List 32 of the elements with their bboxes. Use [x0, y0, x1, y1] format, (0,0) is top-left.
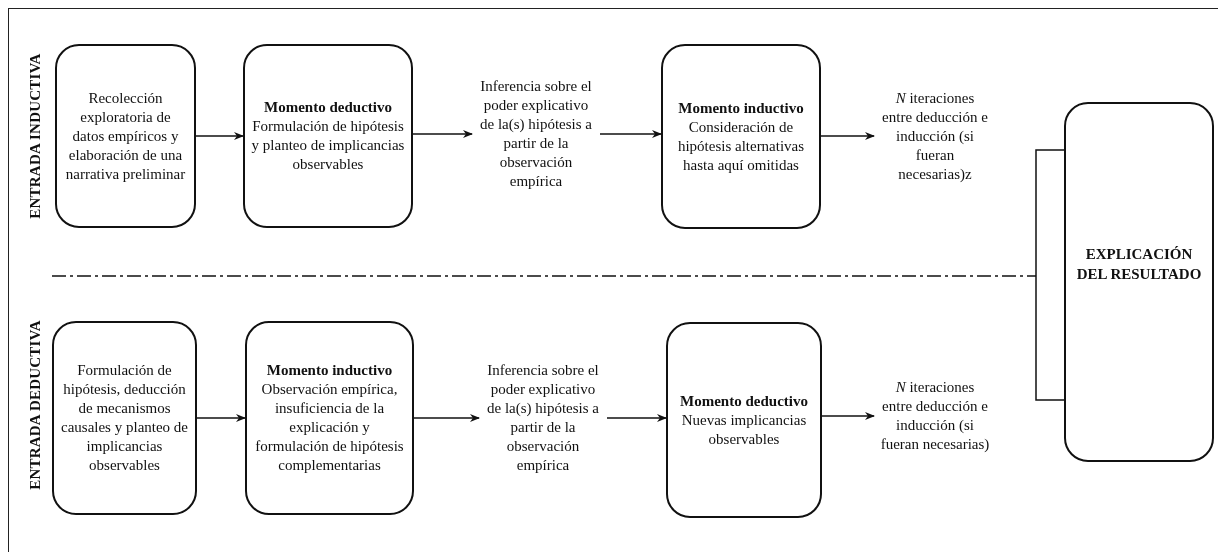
step-text: Formulación de hipótesis, deducción de mecanismos causales y planteo de implicancias observables: [60, 361, 189, 475]
process-box: [1064, 102, 1214, 462]
step-heading: Momento inductivo: [678, 98, 804, 118]
arrow: [412, 130, 473, 138]
step-text: Observación empírica, insuficiencia de la explicación y formulación de hipótesis complementarias: [254, 380, 405, 475]
step-heading: Momento deductivo: [680, 391, 808, 411]
arrow: [820, 132, 875, 140]
step-text: Formulación de hipótesis y planteo de implicancias observables: [251, 117, 405, 174]
process-box: [55, 44, 196, 228]
step-text: Recolección exploratoria de datos empíricos y elaboración de una narrativa preliminar: [64, 88, 187, 184]
step-text: N iteraciones entre deducción e inducción (si fueran necesarias): [880, 378, 990, 454]
arrow: [195, 132, 244, 140]
step-text: Consideración de hipótesis alternativas hasta aquí omitidas: [676, 117, 806, 175]
process-box: [666, 322, 822, 518]
step-text: Inferencia sobre el poder explicativo de la(s) hipótesis a partir de la observación empírica: [485, 361, 601, 475]
step-heading: Momento deductivo: [264, 98, 392, 117]
result-text: EXPLICACIÓN DEL RESULTADO: [1075, 245, 1203, 284]
step-text: Inferencia sobre el poder explicativo de la(s) hipótesis a partir de la observación empírica: [478, 77, 594, 191]
step-text: N iteraciones entre deducción e inducción (si fueran necesarias)z: [881, 88, 989, 184]
arrow: [196, 414, 246, 422]
row-label: ENTRADA INDUCTIVA: [26, 53, 44, 219]
process-box: [243, 44, 413, 228]
arrow: [606, 414, 667, 422]
arrow: [821, 412, 875, 420]
arrow: [599, 130, 662, 138]
step-heading: Momento inductivo: [266, 361, 393, 380]
process-box: [245, 321, 414, 515]
row-label: ENTRADA DEDUCTIVA: [26, 320, 44, 490]
process-box: [661, 44, 821, 229]
step-text: Nuevas implicancias observables: [680, 410, 808, 449]
arrow: [413, 414, 480, 422]
process-box: [52, 321, 197, 515]
